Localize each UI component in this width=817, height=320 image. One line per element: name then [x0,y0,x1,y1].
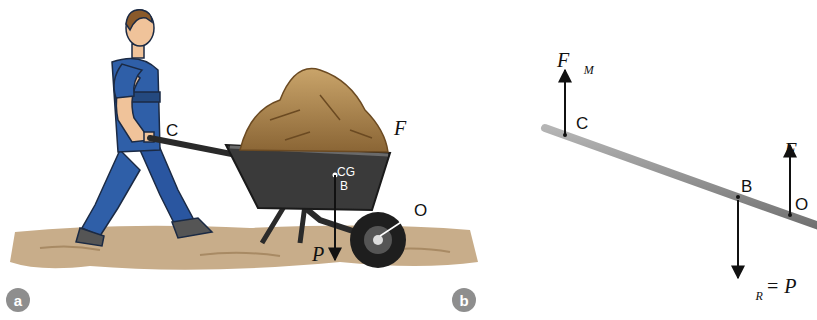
panel-letter: b [459,292,468,309]
point-label: B [340,180,348,192]
panel-letter: a [14,292,22,309]
wheelbarrow [150,69,406,268]
panel-badge: b [452,288,476,312]
vector-subscript: M [584,64,594,76]
vector-label: = P⃗ [766,276,812,296]
man [76,10,212,246]
ground [10,225,478,269]
point-label: B [741,178,752,195]
vector-label: P⃗ [312,244,340,264]
lever-bar [545,128,817,230]
point-label: CG [337,166,355,178]
vector-label: F⃗ [784,140,812,160]
point-label: O [795,196,808,213]
vector-subscript: R [755,290,762,302]
vector-label: F⃗ [557,50,585,70]
point-label: C [576,115,588,132]
point-label: C [166,122,178,139]
vector-label: F⃗ [394,118,422,138]
point-label: O [414,202,427,219]
panel-badge: a [6,288,30,312]
